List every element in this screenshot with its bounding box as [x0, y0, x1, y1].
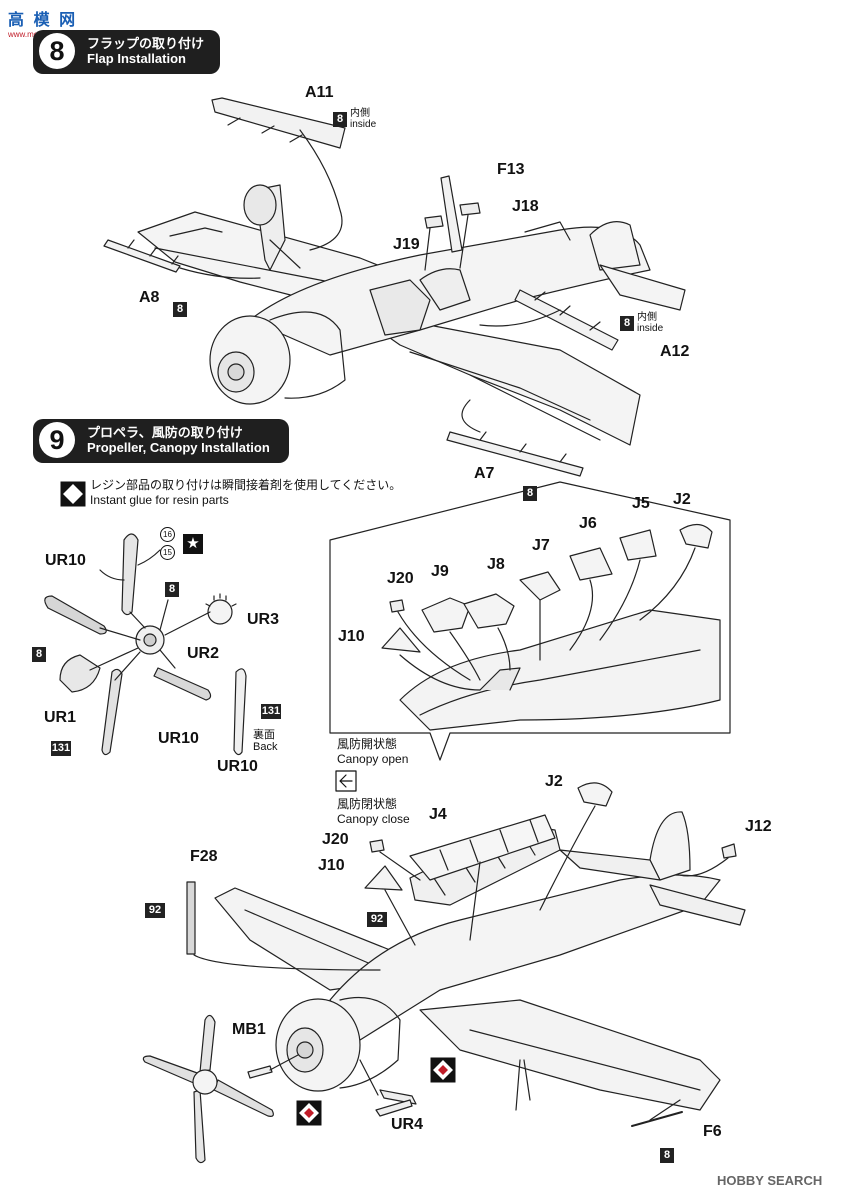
part-label-j19: J19	[393, 236, 420, 253]
part-badge-8: 8	[660, 1148, 674, 1163]
part-label-j12: J12	[745, 818, 772, 835]
glue-diamond-icon	[430, 1057, 456, 1083]
part-badge-92: 92	[367, 912, 387, 927]
part-label-j6: J6	[579, 515, 597, 532]
part-label-mb1: MB1	[232, 1021, 266, 1038]
canopy-open-inset-drawing	[329, 481, 731, 761]
part-label-f6: F6	[703, 1123, 722, 1140]
part-label-j20: J20	[322, 831, 349, 848]
part-label-ur1: UR1	[44, 709, 77, 726]
part-badge-131: 131	[261, 704, 281, 719]
part-label-ur10: UR10	[158, 730, 199, 747]
main-aircraft-drawing	[142, 782, 746, 1164]
watermark-text: 高 模 网	[8, 10, 78, 29]
part-badge-8: 8	[523, 486, 537, 501]
part-badge-8: 8	[173, 302, 187, 317]
part-label-j10: J10	[318, 857, 345, 874]
part-badge-92: 92	[145, 903, 165, 918]
part-label-ur3: UR3	[247, 611, 280, 628]
glue-diamond-icon	[296, 1100, 322, 1126]
brand-text: HOBBY SEARCH	[717, 1173, 823, 1188]
part-label-ur10: UR10	[217, 758, 258, 775]
step8-title-jp: フラップの取り付け	[87, 36, 205, 51]
canopy-close-jp: 風防閉状態	[337, 797, 398, 811]
step8-title-en: Flap Installation	[87, 51, 186, 66]
step8-number: 8	[39, 33, 75, 69]
step9-title-jp: プロペラ、風防の取り付け	[87, 425, 243, 440]
part-label-j2: J2	[673, 491, 691, 508]
part-label-j10: J10	[338, 628, 365, 645]
part-label-f28: F28	[190, 848, 218, 865]
step8-aircraft-drawing	[103, 97, 686, 477]
canopy-close-en: Canopy close	[337, 812, 410, 826]
open-close-arrow	[335, 770, 357, 792]
brand-logo: HOBBY SEARCH	[717, 1173, 822, 1188]
part-label-j9: J9	[431, 563, 449, 580]
star-icon: ★	[183, 534, 203, 554]
part-badge-8: 8	[165, 582, 179, 597]
part-badge-8: 8	[32, 647, 46, 662]
step9-title-en: Propeller, Canopy Installation	[87, 440, 270, 455]
paint-code-15: 15	[160, 545, 175, 560]
part-label-ur2: UR2	[187, 645, 220, 662]
canopy-open-en: Canopy open	[337, 752, 409, 766]
propeller-exploded-drawing	[44, 533, 247, 756]
step9-header: 9 プロペラ、風防の取り付け Propeller, Canopy Install…	[33, 419, 289, 463]
part-label-j4: J4	[429, 806, 447, 823]
part-badge-8: 8	[620, 316, 634, 331]
part-label-a11: A11	[305, 84, 334, 101]
glue-note-en: Instant glue for resin parts	[90, 493, 229, 507]
part-label-ur10: UR10	[45, 552, 86, 569]
glue-note-jp: レジン部品の取り付けは瞬間接着剤を使用してください。	[90, 478, 402, 492]
part-label-j7: J7	[532, 537, 550, 554]
part-label-a12: A12	[660, 343, 690, 360]
canopy-open-jp: 風防開状態	[337, 737, 398, 751]
part-label-j8: J8	[487, 556, 505, 573]
part-label-j2: J2	[545, 773, 563, 790]
part-label-a8: A8	[139, 289, 160, 306]
part-label-a7: A7	[474, 465, 495, 482]
part-label-j20: J20	[387, 570, 414, 587]
step8-header: 8 フラップの取り付け Flap Installation	[33, 30, 220, 74]
paint-code-16: 16	[160, 527, 175, 542]
step9-number: 9	[39, 422, 75, 458]
part-badge-131: 131	[51, 741, 71, 756]
glue-diamond-icon	[60, 481, 86, 507]
part-badge-8: 8	[333, 112, 347, 127]
part-label-j5: J5	[632, 495, 650, 512]
part-label-f13: F13	[497, 161, 525, 178]
part-label-ur4: UR4	[391, 1116, 424, 1133]
part-label-j18: J18	[512, 198, 539, 215]
